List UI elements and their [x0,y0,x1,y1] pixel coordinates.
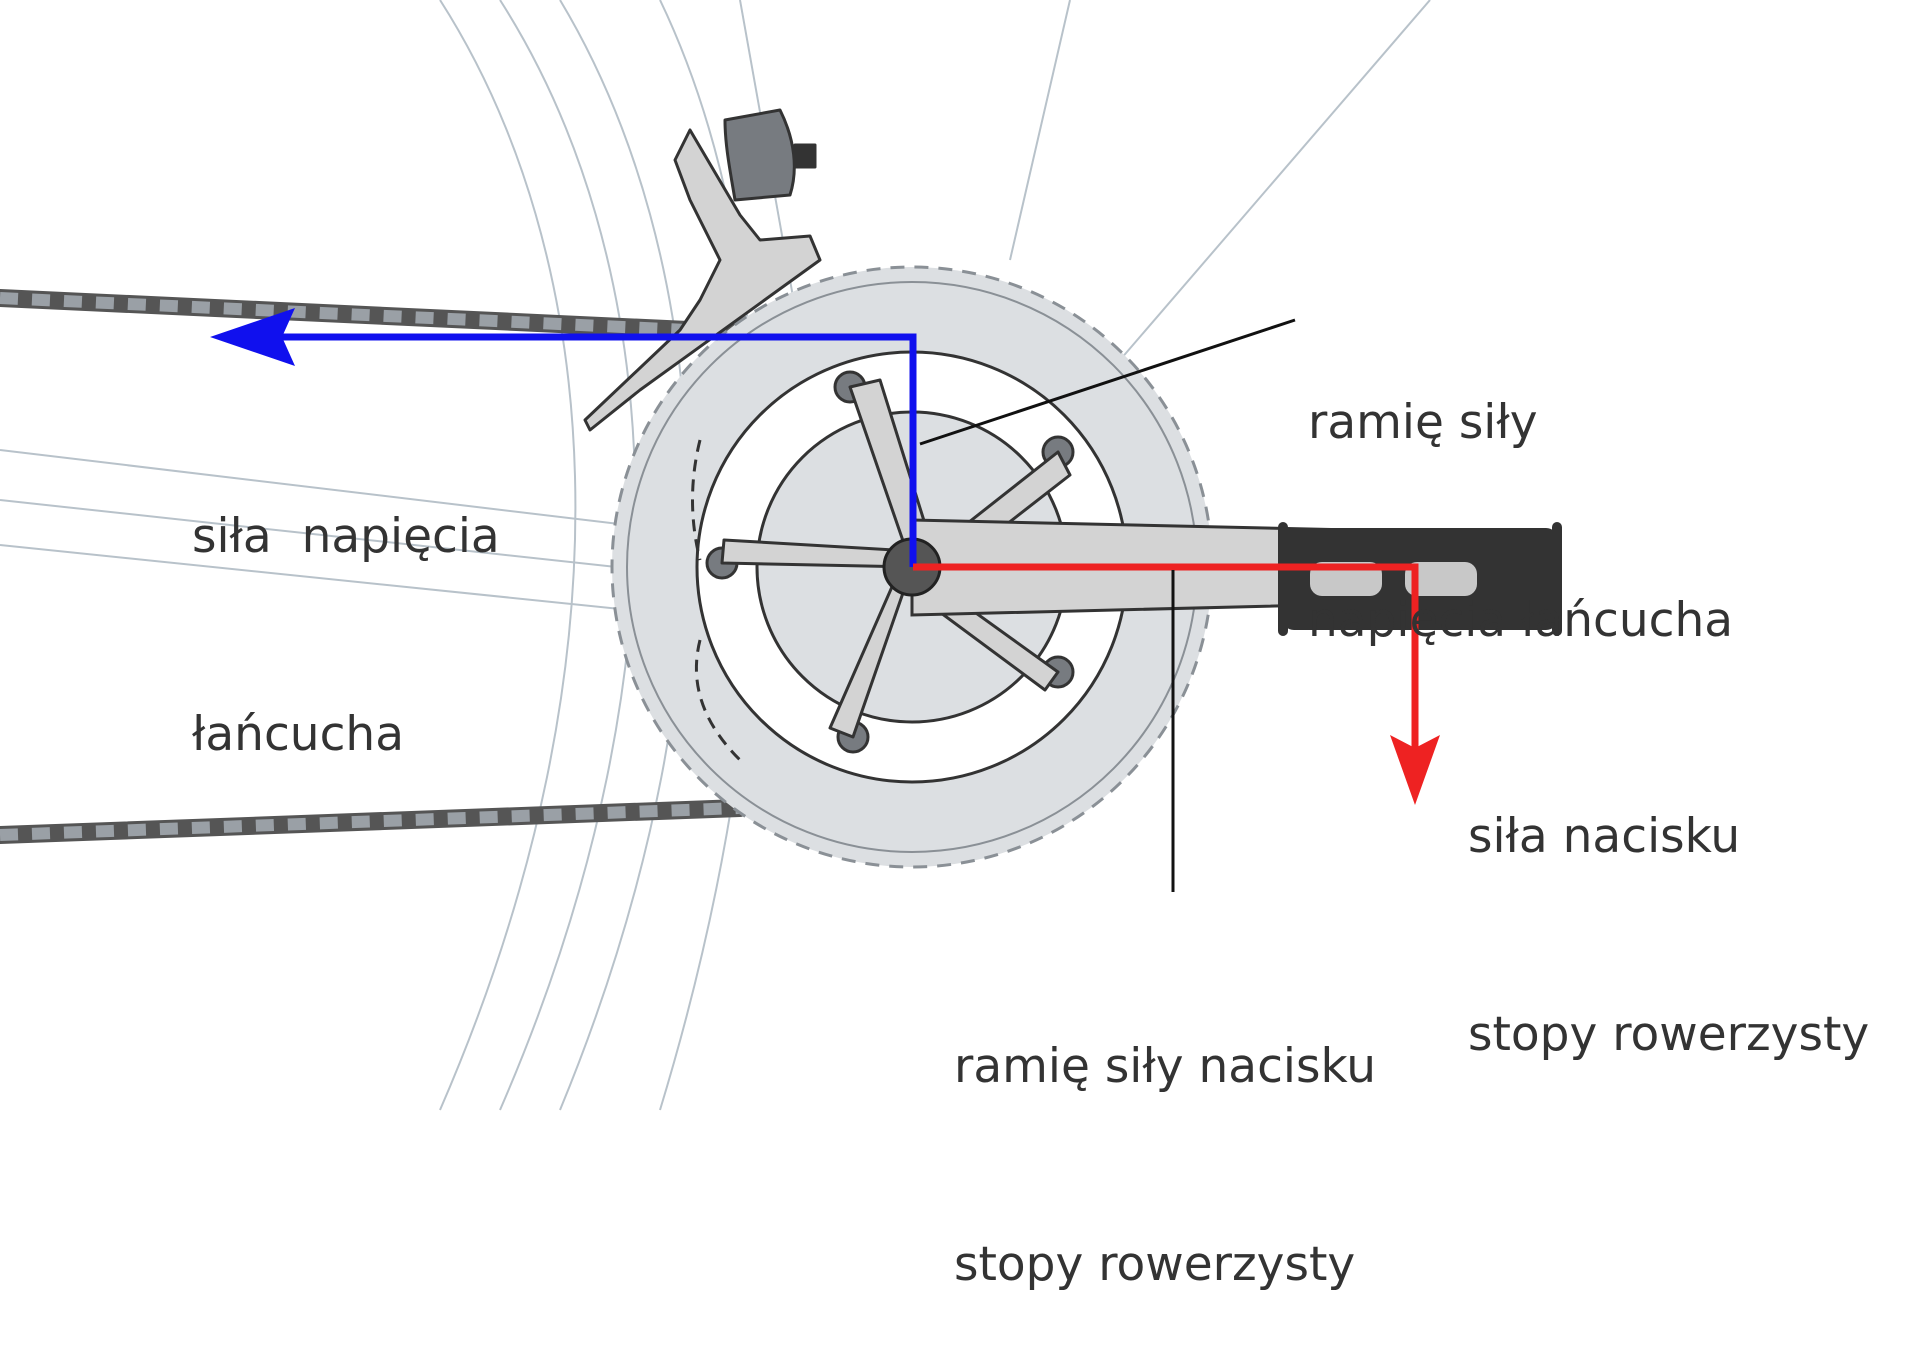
chain-force-label: siła napięcia łańcucha [192,372,500,834]
pedal [1278,522,1562,636]
foot-arm-label-line2: stopy rowerzysty [954,1237,1356,1292]
foot-force-label: siła nacisku stopy rowerzysty [1468,672,1869,1134]
chain-force-label-line1: siła napięcia [192,509,500,564]
chain-force-label-line2: łańcucha [192,707,405,762]
foot-force-arrowhead [1390,735,1440,805]
chain-force-arrowhead [210,308,295,366]
foot-arm-label: ramię siły nacisku stopy rowerzysty [954,902,1376,1364]
foot-force-label-line1: siła nacisku [1468,809,1741,864]
chain-arm-leader [919,318,1296,446]
foot-arm-label-line1: ramię siły nacisku [954,1039,1377,1094]
foot-force-arrow [913,563,1419,755]
chain-force-arrow [270,333,917,567]
chain-arm-label-line1: ramię siły [1308,395,1538,450]
crankset-diagram [0,0,1562,1111]
front-derailleur [583,108,822,432]
chain-arm-label: ramię siły napięcia łańcucha [1308,258,1733,720]
foot-force-label-line2: stopy rowerzysty [1468,1007,1870,1062]
chain-arm-label-line2: napięcia łańcucha [1308,593,1734,648]
